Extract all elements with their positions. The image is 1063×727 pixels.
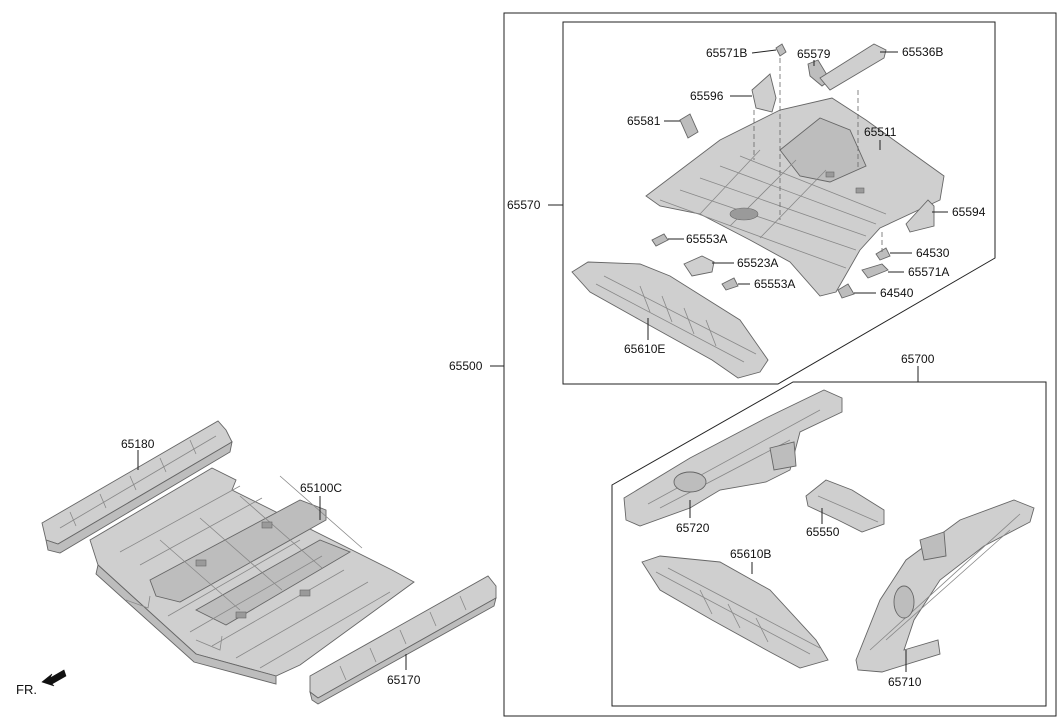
label-65536b: 65536B xyxy=(902,45,943,59)
part-65536b-member[interactable] xyxy=(819,43,887,91)
label-65596: 65596 xyxy=(690,89,724,103)
assembly-box-65570 xyxy=(562,21,996,385)
label-65553a-2: 65553A xyxy=(754,277,795,291)
part-65170-side-rail[interactable] xyxy=(309,575,497,705)
part-65523a-plate[interactable] xyxy=(683,255,715,277)
part-65571b-bracket[interactable] xyxy=(775,43,787,57)
part-65710-side-member[interactable] xyxy=(855,499,1035,673)
label-65594: 65594 xyxy=(952,205,986,219)
part-65180-rail[interactable] xyxy=(41,420,233,554)
label-65523a: 65523A xyxy=(737,256,778,270)
label-65180: 65180 xyxy=(121,437,155,451)
label-64540: 64540 xyxy=(880,286,914,300)
label-65610e: 65610E xyxy=(624,342,665,356)
label-65579: 65579 xyxy=(797,47,831,61)
label-65710: 65710 xyxy=(888,675,922,689)
label-65550: 65550 xyxy=(806,525,840,539)
label-65500: 65500 xyxy=(449,359,483,373)
part-65571a-bracket[interactable] xyxy=(861,263,889,279)
part-65553a-bracket-2[interactable] xyxy=(721,277,739,291)
label-65553a-1: 65553A xyxy=(686,232,727,246)
assembly-box-65700 xyxy=(611,381,1047,707)
part-65610b-cross-member[interactable] xyxy=(641,555,829,669)
label-65511: 65511 xyxy=(864,125,897,139)
part-65594-bracket[interactable] xyxy=(905,199,935,233)
front-direction-label: FR. xyxy=(16,682,37,697)
part-65550-bracket[interactable] xyxy=(805,479,885,533)
label-65170: 65170 xyxy=(387,673,421,687)
leader-lines xyxy=(137,49,948,672)
label-65571a: 65571A xyxy=(908,265,949,279)
part-65100c-floor-panel[interactable] xyxy=(89,467,415,685)
label-65610b: 65610B xyxy=(730,547,771,561)
part-65720-side-member[interactable] xyxy=(623,389,843,527)
part-65553a-bracket-1[interactable] xyxy=(651,233,669,247)
part-64540-bracket[interactable] xyxy=(837,283,855,299)
label-65720: 65720 xyxy=(676,521,710,535)
part-65610e-cross-member[interactable] xyxy=(571,261,769,379)
label-65571b: 65571B xyxy=(706,46,747,60)
part-65511-rear-floor[interactable] xyxy=(645,97,945,297)
label-65100c: 65100C xyxy=(300,481,342,495)
label-65581: 65581 xyxy=(627,114,661,128)
label-65700: 65700 xyxy=(901,352,935,366)
part-64530-bracket[interactable] xyxy=(875,247,891,261)
label-65570: 65570 xyxy=(507,198,541,212)
part-65596-bracket[interactable] xyxy=(751,73,777,113)
label-64530: 64530 xyxy=(916,246,950,260)
part-65581-bracket[interactable] xyxy=(679,113,699,139)
assembly-box-65500 xyxy=(503,12,1057,717)
front-direction-arrow-icon xyxy=(41,669,67,687)
